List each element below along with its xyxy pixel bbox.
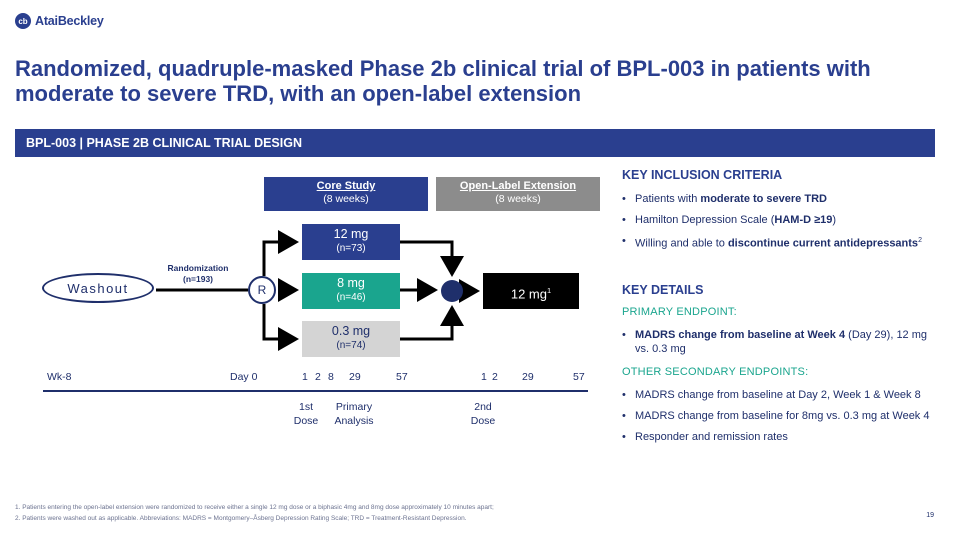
event-primary-line2: Analysis: [334, 415, 374, 427]
ole-dose-footnote: 1: [546, 286, 552, 295]
inclusion-item-bold: discontinue current antidepressants: [727, 237, 919, 250]
flow-connectors: [156, 230, 480, 351]
primary-endpoint-bold: MADRS change from baseline at Week 4: [635, 329, 846, 341]
footnote-1: 1. Patients entering the open-label exte…: [15, 504, 494, 511]
timeline-tick-ole-day-1: 1: [481, 371, 487, 383]
arm-8mg-n: (n=46): [336, 292, 366, 303]
section-banner: BPL-003 | PHASE 2B CLINICAL TRIAL DESIGN: [15, 129, 935, 157]
primary-endpoint-item: MADRS change from baseline at Week 4 (Da…: [622, 328, 940, 356]
footnote-2: 2. Patients were washed out as applicabl…: [15, 515, 467, 522]
secondary-endpoints-list: MADRS change from baseline at Day 2, Wee…: [622, 388, 940, 444]
core-study-title: Core Study: [316, 180, 376, 192]
inclusion-item: Willing and able to discontinue current …: [622, 234, 940, 251]
ole-dose-text: 12 mg: [510, 286, 547, 302]
core-study-duration: (8 weeks): [323, 193, 369, 205]
primary-endpoint-label: PRIMARY ENDPOINT:: [622, 306, 737, 318]
randomization-node: R: [248, 276, 276, 304]
details-heading: KEY DETAILS: [622, 283, 704, 297]
arm-12mg-n: (n=73): [336, 243, 366, 254]
inclusion-item-bold: moderate to severe TRD: [700, 193, 827, 205]
timeline-axis: [43, 390, 588, 392]
arm-8mg-dose: 8 mg: [337, 276, 365, 290]
event-first-dose-line1: 1st: [298, 401, 313, 413]
secondary-endpoint-item: MADRS change from baseline at Day 2, Wee…: [622, 388, 940, 402]
randomization-text: Randomization: [167, 263, 229, 273]
event-primary-analysis: Primary Analysis: [327, 400, 381, 428]
secondary-endpoint-item: MADRS change from baseline for 8mg vs. 0…: [622, 409, 940, 423]
inclusion-item: Patients with moderate to severe TRD: [622, 192, 940, 206]
secondary-endpoint-item: Responder and remission rates: [622, 430, 940, 444]
arm-12mg: 12 mg (n=73): [302, 224, 400, 260]
timeline-tick-core-day-2: 2: [315, 371, 321, 383]
logo-mark: cb: [15, 13, 31, 29]
slide-title: Randomized, quadruple-masked Phase 2b cl…: [15, 56, 871, 106]
merge-03mg-arrow: [400, 305, 464, 341]
inclusion-heading: KEY INCLUSION CRITERIA: [622, 168, 783, 182]
branch-03mg-arrow: [262, 304, 299, 351]
washout-node: Washout: [42, 273, 154, 303]
arm-03mg: 0.3 mg (n=74): [302, 321, 400, 357]
timeline-tick-ole-day-57: 57: [573, 371, 585, 383]
company-logo: cb AtaiBeckley: [15, 13, 104, 29]
event-first-dose: 1st Dose: [288, 400, 324, 428]
inclusion-criteria-panel: KEY INCLUSION CRITERIA Patients with mod…: [622, 168, 940, 258]
ole-header: Open-Label Extension (8 weeks): [436, 177, 600, 211]
primary-endpoint-list: MADRS change from baseline at Week 4 (Da…: [622, 328, 940, 356]
core-study-header: Core Study (8 weeks): [264, 177, 428, 211]
event-first-dose-line2: Dose: [293, 415, 319, 427]
event-second-dose: 2nd Dose: [465, 400, 501, 428]
ole-duration: (8 weeks): [495, 193, 541, 205]
inclusion-item-text: Hamilton Depression Scale (: [635, 214, 775, 226]
inclusion-item-text: ): [832, 214, 837, 226]
branch-12mg-arrow: [262, 230, 299, 276]
timeline-tick-wk-8: Wk-8: [47, 371, 72, 383]
ole-dose-box: 12 mg1: [483, 273, 579, 309]
event-second-dose-line1: 2nd: [474, 401, 492, 413]
arm-12mg-dose: 12 mg: [333, 227, 369, 241]
randomization-label: Randomization (n=193): [158, 263, 238, 285]
inclusion-item-text: Patients with: [635, 193, 701, 205]
arm-8mg: 8 mg (n=46): [302, 273, 400, 309]
timeline-tick-core-day-1: 1: [302, 371, 308, 383]
timeline-tick-ole-day-29: 29: [522, 371, 534, 383]
timeline-tick-core-day-57: 57: [396, 371, 408, 383]
timeline-tick-day-0: Day 0: [230, 371, 258, 383]
primary-endpoint-text: (Day 29), 12 mg vs. 0.3 mg: [635, 329, 928, 355]
key-details-panel: KEY DETAILS PRIMARY ENDPOINT: MADRS chan…: [622, 283, 940, 451]
page-number: 19: [926, 512, 934, 519]
footnotes: 1. Patients entering the open-label exte…: [15, 502, 895, 524]
merge-node: [441, 280, 463, 302]
trial-design-diagram: Core Study (8 weeks) Open-Label Extensio…: [42, 177, 600, 428]
inclusion-item-bold: HAM-D ≥19: [774, 214, 833, 226]
event-primary-line1: Primary: [335, 401, 373, 413]
timeline-tick-core-day-29: 29: [349, 371, 361, 383]
randomization-count: (n=193): [183, 274, 213, 284]
inclusion-item-text: Willing and able to: [635, 237, 728, 250]
logo-text: AtaiBeckley: [35, 14, 104, 28]
timeline-tick-core-day-8: 8: [328, 371, 334, 383]
timeline-tick-ole-day-2: 2: [492, 371, 498, 383]
merge-12mg-arrow: [400, 240, 464, 277]
arm-03mg-dose: 0.3 mg: [331, 324, 371, 338]
arm-03mg-n: (n=74): [336, 340, 366, 351]
event-second-dose-line2: Dose: [470, 415, 496, 427]
inclusion-item: Hamilton Depression Scale (HAM-D ≥19): [622, 213, 940, 227]
secondary-endpoints-label: OTHER SECONDARY ENDPOINTS:: [622, 366, 809, 378]
inclusion-item-footnote: 2: [918, 237, 922, 244]
inclusion-list: Patients with moderate to severe TRD Ham…: [622, 192, 940, 251]
ole-title: Open-Label Extension: [459, 180, 577, 192]
